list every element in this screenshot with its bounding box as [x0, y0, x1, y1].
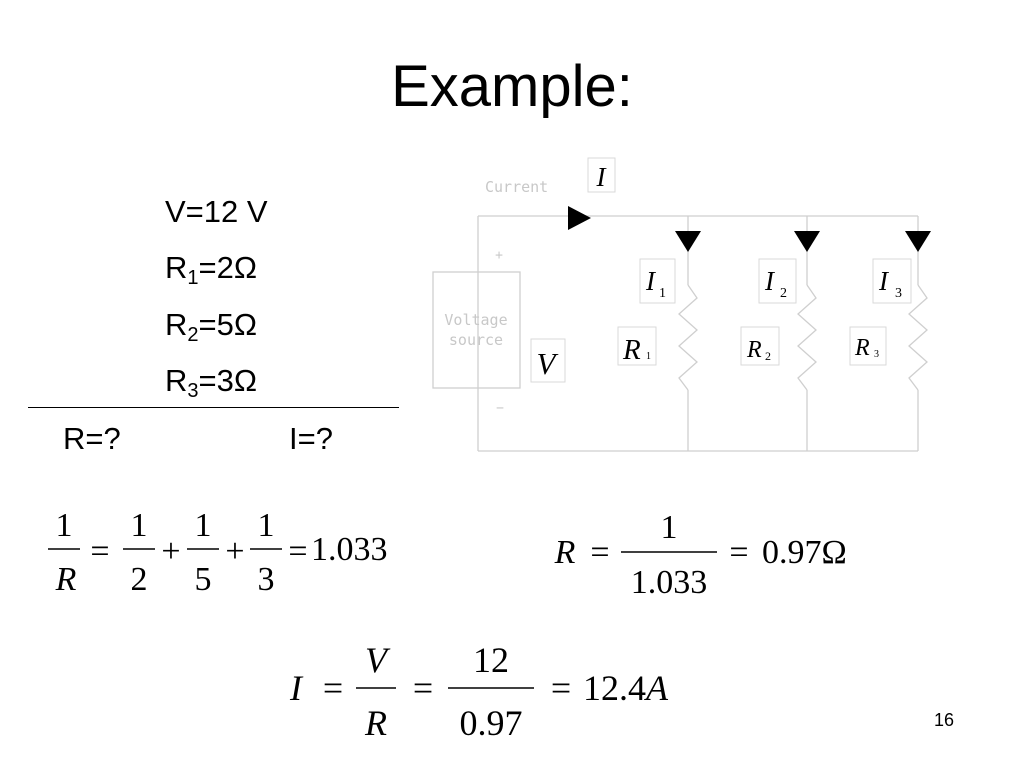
given-r3: R3=3Ω: [165, 365, 257, 401]
given-r2-value: =5Ω: [198, 307, 258, 342]
eq3-numerator-v: V: [365, 640, 391, 680]
eq1-term3-denominator: 3: [258, 561, 275, 598]
eq3-result-unit: A: [644, 668, 669, 708]
eq3-equals: =: [323, 668, 343, 708]
unknown-current: I=?: [289, 421, 333, 456]
branch2-current: I: [764, 266, 776, 296]
unknown-resistance: R=?: [63, 421, 121, 456]
branch1-resistor: R: [622, 334, 641, 366]
eq1-equals: =: [90, 533, 109, 570]
slide-title: Example:: [391, 54, 633, 119]
eq3-equals-3: =: [551, 668, 571, 708]
eq2-equals-2: =: [729, 534, 748, 571]
source-label-2: source: [449, 331, 503, 349]
branch3-current: I: [878, 266, 890, 296]
given-divider: [28, 407, 399, 408]
eq3-result-value: 12.4: [583, 668, 646, 708]
voltage-symbol: V: [537, 346, 559, 381]
eq3-result: 12.4A: [583, 668, 669, 708]
eq3-denominator-r: R: [364, 703, 387, 743]
eq1-result: 1.033: [311, 531, 388, 568]
branch2-current-sub: 2: [780, 286, 787, 301]
voltage-source-box: [432, 271, 521, 389]
eq1-plus-2: +: [225, 533, 244, 570]
slide-number: 16: [934, 710, 955, 730]
branch1-current-sub: 1: [659, 286, 666, 301]
eq1-term2-denominator: 5: [195, 561, 212, 598]
eq1-plus-1: +: [161, 533, 180, 570]
source-label-1: Voltage: [444, 311, 507, 329]
eq2-lhs: R: [554, 534, 576, 571]
branch1-arrow-icon: [675, 231, 701, 252]
branch1-resistor-sub: 1: [646, 351, 651, 362]
given-voltage: V=12 V: [165, 194, 268, 229]
given-r1-value: =2Ω: [198, 250, 258, 285]
eq2-numerator: 1: [661, 509, 678, 546]
branch2-arrow-icon: [794, 231, 820, 252]
plus-sign: +: [495, 248, 503, 263]
branch3-resistor-sub: 3: [874, 349, 879, 360]
minus-sign: −: [496, 401, 504, 416]
branch3-resistor: R: [854, 335, 870, 361]
given-r3-value: =3Ω: [198, 363, 258, 398]
eq3-equals-2: =: [413, 668, 433, 708]
eq3-numerator-12: 12: [473, 640, 509, 680]
eq1-term2-numerator: 1: [195, 507, 212, 544]
given-r2: R2=5Ω: [165, 309, 257, 345]
branch3-current-sub: 3: [895, 286, 902, 301]
eq1-equals-2: =: [288, 533, 307, 570]
branch2-resistor-sub: 2: [765, 349, 771, 363]
branch3-arrow-icon: [905, 231, 931, 252]
eq1-term3-numerator: 1: [258, 507, 275, 544]
current-arrow-icon: [568, 206, 591, 230]
current-symbol: I: [596, 162, 608, 192]
given-r1-base: R: [165, 250, 188, 285]
eq2-equals: =: [590, 534, 609, 571]
branch2-resistor: R: [746, 337, 762, 363]
given-r1-sub: 1: [187, 267, 199, 289]
eq3-denominator-097: 0.97: [460, 703, 523, 743]
given-r3-base: R: [165, 363, 188, 398]
eq3-lhs: I: [289, 668, 304, 708]
eq1-term1-denominator: 2: [131, 561, 148, 598]
given-r2-sub: 2: [187, 324, 199, 346]
current-label: Current: [485, 178, 548, 196]
given-r3-sub: 3: [187, 380, 199, 402]
eq2-result: 0.97Ω: [762, 534, 847, 571]
eq1-lhs-numerator: 1: [56, 507, 73, 544]
eq2-denominator: 1.033: [631, 564, 708, 601]
eq1-lhs-denominator: R: [55, 561, 77, 598]
given-r2-base: R: [165, 307, 188, 342]
eq1-term1-numerator: 1: [131, 507, 148, 544]
branch1-current: I: [645, 266, 657, 296]
given-r1: R1=2Ω: [165, 252, 257, 288]
